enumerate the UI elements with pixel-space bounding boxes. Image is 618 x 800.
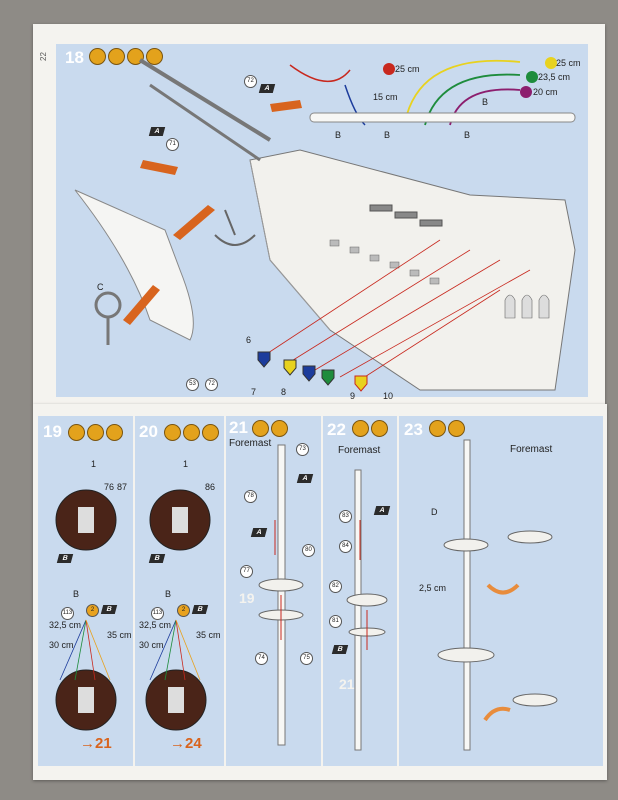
part-b-label-4: B <box>464 130 471 140</box>
step-21-icon-1 <box>252 420 269 437</box>
step-20-goto-num: 24 <box>185 735 202 752</box>
step-19-tag-b2: B <box>100 605 118 614</box>
step-19-length-30: 30 cm <box>49 640 74 650</box>
step-19-tag-b1: B <box>56 554 74 563</box>
step-21-n74: 74 <box>255 652 268 665</box>
step-19-n76: 76 <box>104 482 115 492</box>
step-22-n82: 82 <box>329 580 342 593</box>
step-20-tag-b1: B <box>148 554 166 563</box>
shield-7: 7 <box>251 387 257 397</box>
step-21-n80: 80 <box>302 544 315 557</box>
step-20-number: 20 <box>139 422 158 441</box>
part-53: 53 <box>186 378 199 391</box>
step-20-goto: →24 <box>170 735 202 752</box>
step-21-tag-a2: A <box>250 528 268 537</box>
step-21-icon-2 <box>271 420 288 437</box>
length-23-5cm: 23,5 cm <box>538 72 571 82</box>
paint-icon-2 <box>146 48 163 65</box>
step-20-n86: 86 <box>205 482 216 492</box>
step-19-n113: 113 <box>61 607 74 620</box>
step-20-icon-3 <box>202 424 219 441</box>
step-22-title: Foremast <box>338 445 381 456</box>
step-19-icon-3 <box>106 424 123 441</box>
color-badge-green <box>526 71 538 83</box>
step-20-icon-1 <box>164 424 181 441</box>
color-badge-purple <box>520 86 532 98</box>
glue-icon <box>89 48 106 65</box>
step-21-title: Foremast <box>229 438 272 449</box>
step-23-number: 23 <box>404 420 423 439</box>
step-19-goto: →21 <box>80 735 112 752</box>
step-21-tag-a: A <box>296 474 314 483</box>
step-20-n2: 2 <box>177 604 190 617</box>
part-71: 71 <box>166 138 179 151</box>
step-18-number: 18 <box>65 48 84 67</box>
part-b-label-1: B <box>482 97 489 107</box>
step-22-n81: 81 <box>329 615 342 628</box>
step-21-sub: 19 <box>239 590 255 606</box>
part-c-label: C <box>97 282 104 292</box>
part-b-label-3: B <box>384 130 391 140</box>
step-23-part-d: D <box>431 507 438 517</box>
step-23-length: 2,5 cm <box>419 583 447 593</box>
shield-8: 8 <box>281 387 287 397</box>
length-20cm: 20 cm <box>533 87 558 97</box>
length-15cm: 15 cm <box>373 92 398 102</box>
step-19-length-35: 35 cm <box>107 630 132 640</box>
step-20-part-b: B <box>165 589 172 599</box>
step-19-n87: 87 <box>117 482 128 492</box>
step-19-goto-num: 21 <box>95 735 112 752</box>
step-21-n73: 73 <box>296 443 309 456</box>
step-23-title: Foremast <box>510 444 553 455</box>
length-25cm-yellow: 25 cm <box>556 58 581 68</box>
step-23-icon-2 <box>448 420 465 437</box>
step-22-n83: 83 <box>339 510 352 523</box>
step-22-tag-b: B <box>331 645 349 654</box>
step-20-n113: 113 <box>151 607 164 620</box>
step-19-length-32-5: 32,5 cm <box>49 620 82 630</box>
step-21-n75: 75 <box>300 652 313 665</box>
step-20-length-32-5: 32,5 cm <box>139 620 172 630</box>
step-21-number: 21 <box>229 418 248 437</box>
part-b-label-2: B <box>335 130 342 140</box>
color-badge-yellow <box>545 57 557 69</box>
shield-10: 10 <box>383 391 394 401</box>
step-20-tag-b2: B <box>191 605 209 614</box>
step-19-icon-1 <box>68 424 85 441</box>
step-22-sub: 21 <box>339 676 355 692</box>
part-72-a: 72 <box>244 75 257 88</box>
color-badge-red <box>383 63 395 75</box>
part-72-b: 72 <box>205 378 218 391</box>
step-19-n1: 1 <box>91 459 97 469</box>
brush-icon <box>108 48 125 65</box>
step-19-n2: 2 <box>86 604 99 617</box>
shield-9: 9 <box>350 391 356 401</box>
step-22-n84: 84 <box>339 540 352 553</box>
step-20-icon-2 <box>183 424 200 441</box>
step-22-icon-1 <box>352 420 369 437</box>
step-19-number: 19 <box>43 422 62 441</box>
step-20-n1: 1 <box>183 459 189 469</box>
step-21-n78: 78 <box>244 490 257 503</box>
shield-6: 6 <box>246 335 252 345</box>
step-19-icon-2 <box>87 424 104 441</box>
length-25cm-red: 25 cm <box>395 64 420 74</box>
step-22-icon-2 <box>371 420 388 437</box>
step-23-icon-1 <box>429 420 446 437</box>
step-21-n77: 77 <box>240 565 253 578</box>
step-20-length-30: 30 cm <box>139 640 164 650</box>
step-20-length-35: 35 cm <box>196 630 221 640</box>
step-19-part-b: B <box>73 589 80 599</box>
step-22-number: 22 <box>327 420 346 439</box>
step-22-tag-a: A <box>373 506 391 515</box>
